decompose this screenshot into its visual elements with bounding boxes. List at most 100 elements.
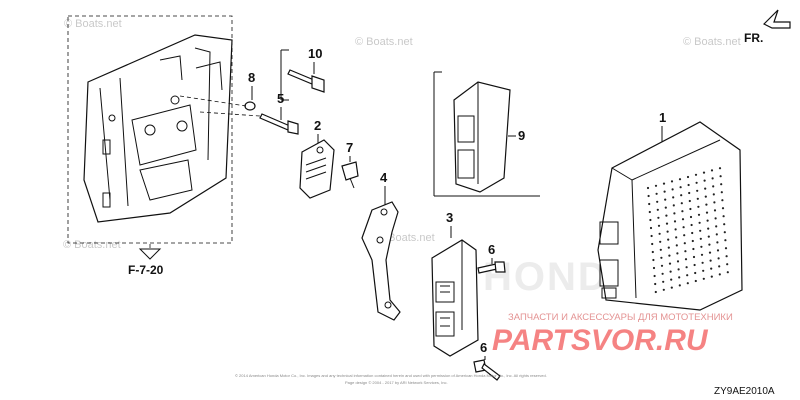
vent-dot bbox=[710, 267, 713, 270]
callout-1: 1 bbox=[659, 110, 666, 125]
vent-dot bbox=[667, 246, 670, 249]
vent-dot bbox=[684, 250, 687, 253]
main-unit-part bbox=[597, 121, 743, 311]
engine-cover-part bbox=[83, 34, 233, 223]
vent-dot bbox=[688, 191, 691, 195]
vent-dot bbox=[654, 290, 657, 294]
washer-part bbox=[244, 101, 256, 111]
vent-dot bbox=[724, 247, 728, 250]
vent-dot bbox=[726, 271, 729, 274]
direction-label: FR. bbox=[744, 31, 763, 45]
boats-net-watermark: © Boats.net bbox=[63, 239, 121, 251]
control-module-part bbox=[431, 239, 479, 357]
callout-3: 3 bbox=[446, 210, 453, 225]
vent-dot bbox=[714, 217, 717, 220]
bracket-part bbox=[361, 201, 401, 321]
vent-dot-pattern bbox=[646, 167, 729, 294]
vent-dot bbox=[674, 228, 677, 231]
vent-dot bbox=[688, 199, 691, 203]
vent-dot bbox=[686, 282, 689, 285]
vent-dot bbox=[677, 268, 680, 271]
copyright-line: Page design © 2004 - 2017 by ARI Network… bbox=[345, 380, 448, 385]
vent-dot bbox=[726, 263, 729, 266]
vent-dot bbox=[678, 178, 682, 181]
vent-dot bbox=[708, 251, 712, 254]
vent-dot bbox=[646, 186, 650, 190]
vent-dot bbox=[701, 261, 704, 264]
vent-dot bbox=[652, 258, 655, 262]
vent-dot bbox=[723, 223, 726, 226]
vent-dot bbox=[664, 206, 667, 209]
vent-dot bbox=[683, 234, 686, 237]
vent-dot bbox=[669, 270, 672, 273]
vent-dot bbox=[673, 212, 676, 215]
vent-dot bbox=[649, 218, 652, 222]
vent-dot bbox=[659, 240, 662, 243]
vent-dot bbox=[697, 213, 701, 216]
vent-dot bbox=[647, 194, 650, 198]
vent-dot bbox=[661, 272, 664, 275]
vent-dot bbox=[696, 189, 699, 192]
vent-dot bbox=[692, 255, 696, 259]
vent-dot bbox=[712, 185, 715, 188]
boats-net-watermark: © Boats.net bbox=[355, 36, 413, 48]
vent-dot bbox=[709, 259, 712, 262]
vent-dot bbox=[654, 184, 658, 187]
reference-arrow-icon bbox=[138, 248, 162, 260]
vent-dot bbox=[690, 223, 693, 227]
bolt-part bbox=[477, 261, 506, 274]
vent-dot bbox=[665, 222, 669, 225]
callout-4: 4 bbox=[380, 170, 388, 185]
vent-dot bbox=[716, 249, 720, 252]
vent-dot bbox=[683, 242, 686, 245]
vent-dot bbox=[660, 256, 663, 259]
vent-dot bbox=[682, 226, 685, 229]
vent-dot bbox=[655, 192, 658, 195]
vent-dot bbox=[680, 194, 683, 197]
vent-dot bbox=[650, 234, 653, 238]
vent-dot bbox=[666, 230, 669, 233]
vent-dot bbox=[712, 193, 715, 196]
vent-dot bbox=[651, 250, 654, 254]
screw-part bbox=[259, 113, 299, 135]
vent-dot bbox=[667, 238, 670, 241]
vent-dot bbox=[707, 227, 710, 230]
vent-dot bbox=[687, 183, 690, 187]
vent-dot bbox=[668, 262, 672, 265]
vent-dot bbox=[657, 216, 660, 219]
reference-frame bbox=[67, 15, 233, 244]
vent-dot bbox=[681, 218, 685, 221]
vent-dot bbox=[656, 208, 659, 211]
callout-10: 10 bbox=[308, 46, 322, 61]
vent-dot bbox=[670, 180, 674, 183]
vent-dot bbox=[700, 245, 703, 248]
vent-dot bbox=[713, 201, 716, 204]
shop-tagline: ЗАПЧАСТИ И АКСЕССУАРЫ ДЛЯ МОТОТЕХНИКИ bbox=[508, 312, 733, 323]
vent-dot bbox=[694, 173, 698, 176]
vent-dot bbox=[675, 236, 678, 239]
vent-dot bbox=[665, 214, 668, 217]
vent-dot bbox=[715, 225, 718, 228]
vent-dot bbox=[676, 260, 680, 263]
vent-dot bbox=[695, 181, 698, 184]
vent-dot bbox=[697, 205, 700, 208]
vent-dot bbox=[671, 188, 674, 191]
vent-dot bbox=[664, 198, 667, 201]
diagram-code: ZY9AE2010A bbox=[714, 386, 775, 397]
vent-dot bbox=[710, 275, 713, 278]
vent-dot bbox=[685, 266, 688, 269]
vent-dot bbox=[700, 253, 704, 256]
clip-part bbox=[341, 161, 359, 189]
vent-dot bbox=[694, 271, 697, 275]
vent-dot bbox=[724, 239, 727, 242]
vent-dot bbox=[662, 280, 665, 283]
vent-dot bbox=[693, 263, 696, 267]
vent-dot bbox=[675, 244, 678, 247]
vent-dot bbox=[648, 210, 651, 214]
vent-dot bbox=[711, 177, 714, 180]
label-tag-part bbox=[299, 139, 335, 199]
vent-dot bbox=[725, 255, 728, 258]
vent-dot bbox=[686, 175, 690, 179]
vent-dot bbox=[723, 231, 726, 234]
